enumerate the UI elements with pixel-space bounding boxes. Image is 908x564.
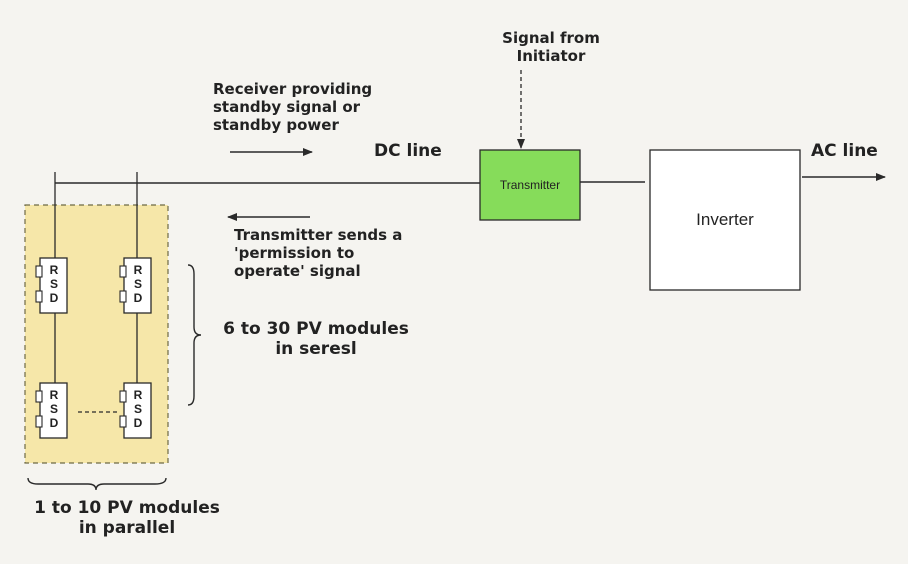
parallel-note-label: 1 to 10 PV modules in parallel bbox=[34, 498, 220, 539]
rsd-letter-d: D bbox=[133, 291, 143, 305]
series-note-label: 6 to 30 PV modules in seresl bbox=[223, 319, 409, 360]
rsd-letter-d: D bbox=[133, 416, 143, 430]
rsd-letter-d: D bbox=[49, 291, 59, 305]
ac-line-label: AC line bbox=[811, 141, 878, 161]
rsd-unit bbox=[35, 257, 68, 314]
transmitter-note-label: Transmitter sends a 'permission to opera… bbox=[234, 226, 403, 280]
inverter-box bbox=[649, 149, 801, 291]
dc-line-label: DC line bbox=[374, 141, 442, 161]
rsd-letter-s: S bbox=[49, 402, 58, 416]
rsd-letter-s: S bbox=[133, 277, 142, 291]
rsd-letters: R S D bbox=[131, 388, 145, 430]
rsd-unit bbox=[119, 257, 152, 314]
signal-from-initiator-label: Signal from Initiator bbox=[502, 29, 600, 65]
rsd-letter-r: R bbox=[49, 388, 59, 402]
parallel-brace bbox=[27, 477, 167, 491]
transmitter-label: Transmitter bbox=[499, 178, 561, 192]
receiver-note-label: Receiver providing standby signal or sta… bbox=[213, 80, 373, 134]
rsd-letters: R S D bbox=[131, 263, 145, 305]
rsd-letter-r: R bbox=[49, 263, 59, 277]
rsd-letter-s: S bbox=[133, 402, 142, 416]
rsd-letter-r: R bbox=[133, 263, 143, 277]
rsd-letter-s: S bbox=[49, 277, 58, 291]
inverter-label: Inverter bbox=[696, 210, 754, 229]
rsd-letters: R S D bbox=[47, 388, 61, 430]
rsd-letter-d: D bbox=[49, 416, 59, 430]
series-brace bbox=[187, 264, 202, 406]
transmitter-box bbox=[479, 149, 581, 221]
rsd-unit bbox=[119, 382, 152, 439]
rsd-letter-r: R bbox=[133, 388, 143, 402]
rsd-letters: R S D bbox=[47, 263, 61, 305]
rsd-unit bbox=[35, 382, 68, 439]
